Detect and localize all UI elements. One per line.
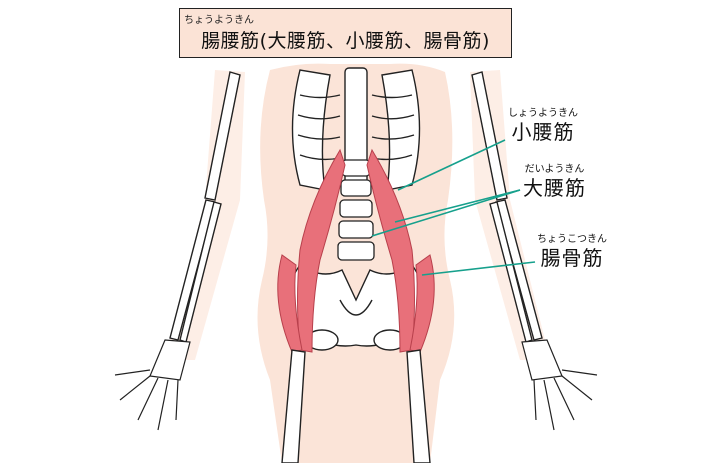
leader-line-iliacus [421, 261, 536, 276]
label-iliacus: ちょうこつきん 腸骨筋 [537, 234, 607, 270]
femurs [281, 349, 431, 463]
label-psoas-minor: しょうようきん 小腰筋 [508, 108, 578, 144]
page-title: 腸腰筋(大腰筋、小腰筋、腸骨筋) [201, 30, 490, 52]
title-box: ちょうようきん 腸腰筋(大腰筋、小腰筋、腸骨筋) [179, 8, 512, 58]
label-ruby: ちょうこつきん [537, 234, 607, 245]
leader-line-psoas-minor [397, 139, 506, 191]
label-text: 小腰筋 [511, 120, 575, 144]
hands [114, 339, 598, 431]
label-text: 大腰筋 [523, 176, 586, 200]
title-ruby: ちょうようきん [184, 15, 254, 26]
leader-line-psoas-major-b [371, 189, 521, 237]
label-ruby: だいようきん [524, 164, 585, 175]
label-psoas-major: だいようきん 大腰筋 [523, 164, 586, 200]
leader-line-psoas-major-a [394, 189, 521, 223]
lumbar-spine [337, 159, 375, 261]
label-ruby: しょうようきん [508, 108, 578, 119]
leader-lines [371, 139, 536, 276]
rib-cage [291, 67, 421, 191]
label-text: 腸骨筋 [540, 246, 604, 270]
arm-bones [169, 71, 543, 343]
